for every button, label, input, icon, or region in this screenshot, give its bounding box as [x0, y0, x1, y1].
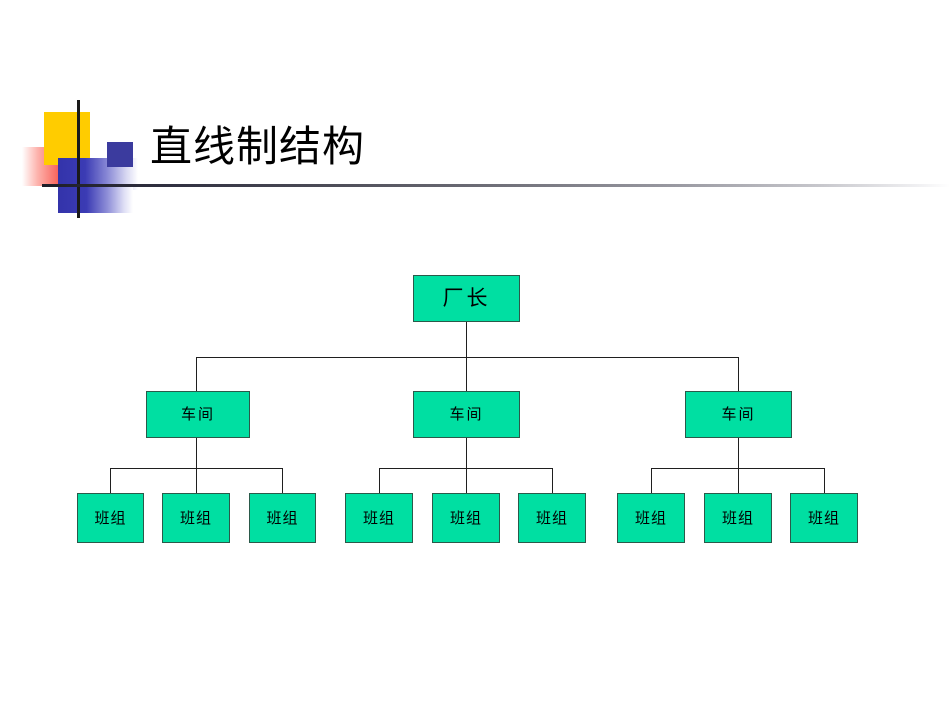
- connector-level2-bus: [196, 357, 738, 358]
- org-node-team-2-1[interactable]: 班组: [345, 493, 413, 543]
- connector-group3-riser-3: [824, 468, 825, 494]
- connector-level2-riser-1: [196, 357, 197, 391]
- connector-group3-riser-2: [738, 468, 739, 494]
- connector-group2-riser-3: [552, 468, 553, 494]
- vertical-rule: [77, 100, 80, 218]
- yellow-square: [44, 112, 90, 165]
- blue-square: [107, 142, 133, 167]
- connector-group3-bus: [651, 468, 824, 469]
- org-node-team-1-1[interactable]: 班组: [77, 493, 144, 543]
- title-underline-rule: [42, 184, 950, 187]
- connector-level2-riser-3: [738, 357, 739, 391]
- connector-group2-riser-2: [466, 468, 467, 494]
- org-node-workshop-2[interactable]: 车间: [413, 391, 520, 438]
- connector-group3-riser-1: [651, 468, 652, 494]
- connector-group1-riser-3: [282, 468, 283, 494]
- connector-group2-drop: [466, 438, 467, 469]
- org-node-team-1-2[interactable]: 班组: [162, 493, 230, 543]
- org-node-team-1-3[interactable]: 班组: [249, 493, 316, 543]
- org-node-workshop-3[interactable]: 车间: [685, 391, 792, 438]
- connector-group2-riser-1: [379, 468, 380, 494]
- connector-root-drop: [466, 322, 467, 358]
- org-node-team-3-2[interactable]: 班组: [704, 493, 772, 543]
- org-node-team-2-2[interactable]: 班组: [432, 493, 500, 543]
- blue-gradient-lower: [58, 185, 133, 213]
- connector-group1-drop: [196, 438, 197, 469]
- connector-level2-riser-2: [466, 357, 467, 391]
- org-node-team-3-3[interactable]: 班组: [790, 493, 858, 543]
- connector-group1-riser-2: [196, 468, 197, 494]
- connector-group1-riser-1: [110, 468, 111, 494]
- connector-group3-drop: [738, 438, 739, 469]
- org-node-root[interactable]: 厂长: [413, 275, 520, 322]
- slide-title: 直线制结构: [150, 122, 366, 171]
- org-node-team-3-1[interactable]: 班组: [617, 493, 685, 543]
- org-node-workshop-1[interactable]: 车间: [146, 391, 250, 438]
- org-node-team-2-3[interactable]: 班组: [518, 493, 586, 543]
- connector-group2-bus: [379, 468, 552, 469]
